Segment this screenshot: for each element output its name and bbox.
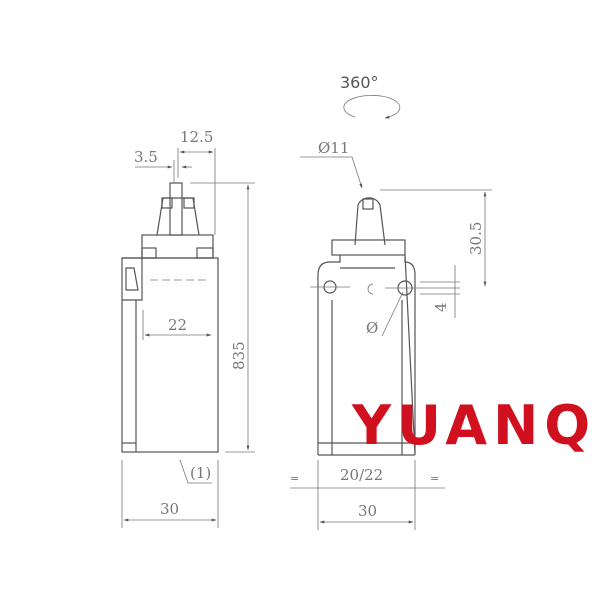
part-label-1: (1) bbox=[190, 464, 211, 482]
dim-roller-diameter: Ø11 bbox=[318, 139, 349, 157]
rotation-arrow-icon bbox=[343, 95, 401, 119]
dim-30-left: 30 bbox=[160, 500, 179, 518]
roller-arm bbox=[354, 197, 386, 246]
dim-835: 835 bbox=[230, 341, 248, 370]
left-cap bbox=[141, 234, 214, 259]
dim-12-5: 12.5 bbox=[180, 128, 213, 146]
left-plunger bbox=[169, 182, 183, 236]
watermark-logo: YUANQI bbox=[351, 394, 600, 457]
dim-30-5: 30.5 bbox=[467, 222, 485, 255]
dim-equal-left: = bbox=[290, 472, 299, 485]
dim-22: 22 bbox=[168, 316, 187, 334]
left-plunger-housing bbox=[156, 197, 200, 236]
right-body bbox=[317, 254, 416, 456]
dim-hole-diameter: Ø bbox=[366, 319, 378, 337]
dim-30-right: 30 bbox=[358, 502, 377, 520]
rotation-label: 360° bbox=[340, 73, 379, 92]
dim-3-5: 3.5 bbox=[134, 148, 158, 166]
left-view: 12.5 3.5 835 22 (1) 30 bbox=[121, 128, 255, 528]
right-view: 360° Ø11 Ø 30.5 4 20/22 = = bbox=[290, 73, 492, 530]
dim-equal-right: = bbox=[430, 472, 439, 485]
dim-20-22: 20/22 bbox=[340, 466, 383, 484]
dim-4: 4 bbox=[432, 302, 450, 312]
